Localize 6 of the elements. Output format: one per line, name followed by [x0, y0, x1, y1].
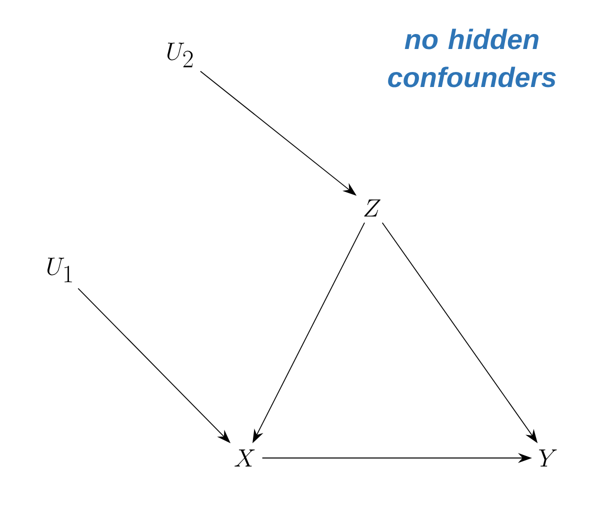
variable-label: $U_1$	[47, 258, 72, 282]
variable-label: $Y$	[539, 450, 557, 466]
variable-label: $U_2$	[167, 42, 193, 68]
variable-label: $Z$	[364, 200, 380, 216]
note-text: no hidden confounders	[388, 28, 556, 88]
variable-label: $X$	[234, 450, 255, 466]
